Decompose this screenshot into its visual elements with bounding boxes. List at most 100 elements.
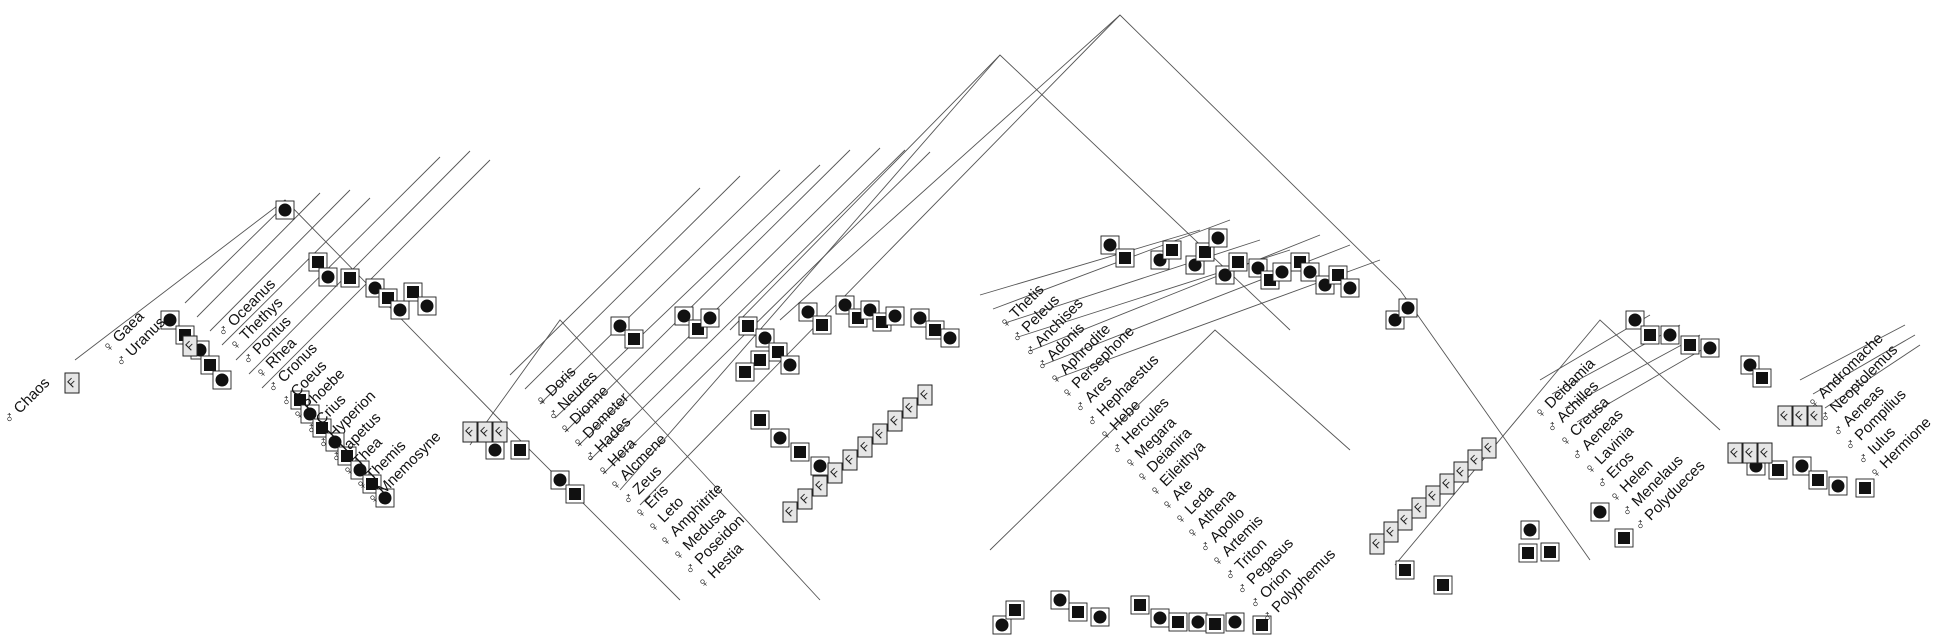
marker-circle	[1831, 479, 1845, 493]
family-box-frame	[64, 372, 80, 394]
family-box: F	[857, 436, 873, 458]
marker-circle	[553, 473, 567, 487]
marker-circle	[278, 203, 292, 217]
family-box-frame	[1481, 437, 1497, 459]
lineage-bracket	[729, 54, 1291, 331]
marker-square	[382, 292, 394, 304]
descent-line	[1004, 239, 1261, 324]
marker-square	[1209, 618, 1221, 630]
marker-circle	[943, 331, 957, 345]
descent-line	[209, 189, 351, 332]
person-label: ♂Chaos	[0, 374, 53, 427]
marker-square	[816, 319, 828, 331]
marker-square	[1332, 269, 1344, 281]
marker-square	[341, 450, 353, 462]
marker-square	[1009, 604, 1021, 616]
family-box-frame	[1742, 442, 1758, 464]
family-box-frame	[1467, 449, 1483, 471]
family-box: F	[887, 410, 903, 432]
marker-circle	[801, 305, 815, 319]
family-box-frame	[1411, 497, 1427, 519]
marker-square	[1684, 339, 1696, 351]
family-box-frame	[1397, 509, 1413, 531]
marker-circle	[328, 435, 342, 449]
descent-line	[554, 164, 821, 419]
marker-square	[739, 366, 751, 378]
family-box-frame	[477, 421, 493, 443]
marker-square	[1399, 564, 1411, 576]
descent-line	[639, 14, 1121, 506]
family-box-frame	[872, 423, 888, 445]
marker-square	[1294, 256, 1306, 268]
marker-circle	[1343, 281, 1357, 295]
family-box: F	[812, 475, 828, 497]
marker-circle	[1093, 610, 1107, 624]
family-box-frame	[1807, 405, 1823, 427]
marker-circle	[773, 431, 787, 445]
marker-square	[1232, 256, 1244, 268]
marker-circle	[703, 311, 717, 325]
family-box: F	[1727, 442, 1743, 464]
family-box: F	[1777, 405, 1793, 427]
marker-circle	[163, 313, 177, 327]
family-box: F	[1369, 533, 1385, 555]
family-box-frame	[902, 397, 918, 419]
marker-square	[312, 256, 324, 268]
descent-line	[577, 147, 881, 447]
marker-circle	[321, 270, 335, 284]
marker-square	[1256, 619, 1268, 631]
descent-line	[184, 204, 286, 304]
marker-square	[929, 324, 941, 336]
descent-line	[1812, 334, 1916, 395]
marker-circle	[1191, 615, 1205, 629]
family-box-frame	[857, 436, 873, 458]
family-box-frame	[492, 421, 508, 443]
marker-circle	[758, 331, 772, 345]
descent-line	[261, 159, 491, 389]
descent-line	[221, 197, 371, 346]
marker-circle	[215, 373, 229, 387]
marker-circle	[1743, 358, 1757, 372]
marker-square	[204, 359, 216, 371]
marker-square	[1812, 474, 1824, 486]
marker-circle	[995, 618, 1009, 632]
family-box-frame	[887, 410, 903, 432]
family-box-frame	[812, 475, 828, 497]
marker-circle	[1628, 313, 1642, 327]
lineage-bracket	[1394, 319, 1721, 566]
descent-line	[196, 192, 321, 318]
marker-square	[692, 323, 704, 335]
family-box-frame	[462, 421, 478, 443]
marker-circle	[353, 463, 367, 477]
family-box-frame	[1439, 473, 1455, 495]
family-box: F	[1757, 442, 1773, 464]
marker-square	[1756, 372, 1768, 384]
family-box-frame	[1383, 521, 1399, 543]
marker-circle	[888, 309, 902, 323]
marker-circle	[1703, 341, 1717, 355]
marker-circle	[420, 299, 434, 313]
marker-square	[407, 286, 419, 298]
marker-square	[754, 414, 766, 426]
descent-line	[1029, 234, 1321, 352]
descent-line	[1564, 334, 1701, 409]
descent-line	[539, 169, 781, 405]
family-box-frame	[1369, 533, 1385, 555]
marker-square	[1437, 579, 1449, 591]
marker-circle	[1103, 238, 1117, 252]
marker-square	[569, 488, 581, 500]
marker-square	[754, 354, 766, 366]
family-box: F	[1467, 449, 1483, 471]
marker-circle	[613, 319, 627, 333]
marker-square	[1544, 546, 1556, 558]
family-box: F	[1425, 485, 1441, 507]
family-box: F	[492, 421, 508, 443]
marker-square	[1119, 252, 1131, 264]
marker-square	[294, 394, 306, 406]
marker-circle	[838, 298, 852, 312]
family-box-frame	[797, 488, 813, 510]
marker-square	[1134, 599, 1146, 611]
marker-square	[742, 320, 754, 332]
